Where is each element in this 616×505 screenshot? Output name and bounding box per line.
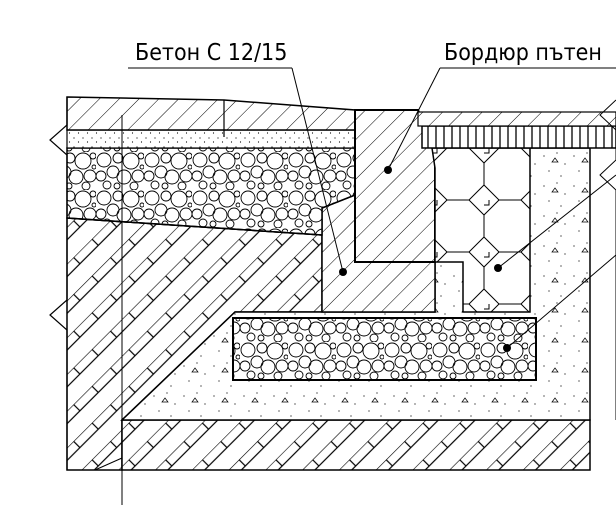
left-asphalt-surface: [66, 96, 356, 131]
soil-bottom-fill: [121, 419, 591, 471]
curb-label: Бордюр пътен: [444, 40, 602, 66]
left-break-line: [49, 97, 68, 470]
right-break-line: [599, 99, 616, 420]
paving-blocks: [431, 147, 531, 313]
bottom-gravel-layer: [232, 317, 537, 381]
concrete-label: Бетон С 12/15: [135, 40, 287, 66]
top-edging: [421, 125, 616, 149]
